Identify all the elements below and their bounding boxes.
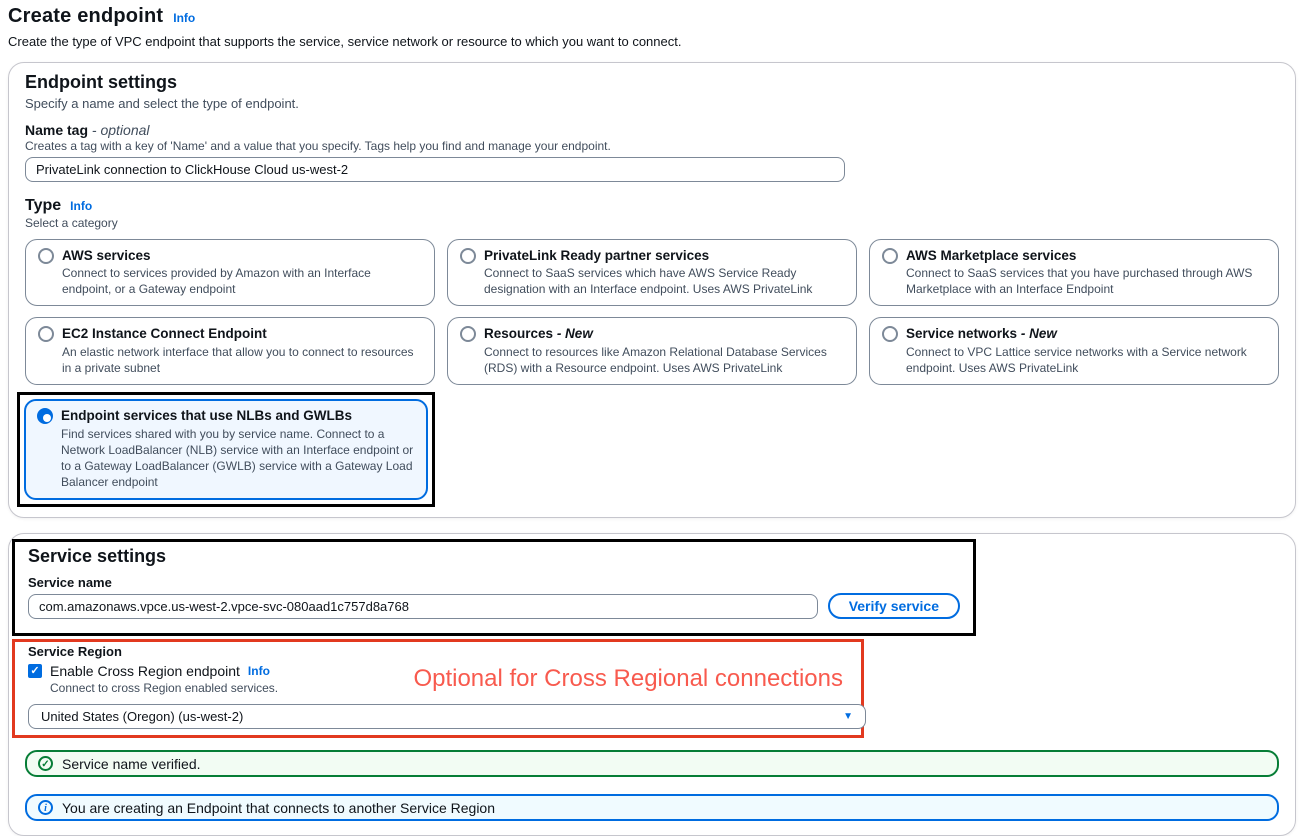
service-verified-message: Service name verified. (62, 756, 201, 772)
page-title: Create endpoint (8, 5, 163, 28)
radio-icon[interactable] (460, 248, 476, 264)
region-select[interactable]: United States (Oregon) (us-west-2) ▼ (28, 704, 866, 729)
annotation-box-service-settings: Service settings Service name Verify ser… (12, 539, 976, 637)
info-circle-icon: i (38, 800, 53, 815)
chevron-down-icon: ▼ (843, 711, 853, 722)
endpoint-settings-heading: Endpoint settings (25, 71, 1279, 94)
page-header: Create endpoint Info Create the type of … (8, 5, 1296, 49)
type-option-endpoint-services-nlb-gwlb[interactable]: Endpoint services that use NLBs and GWLB… (24, 399, 428, 499)
cross-region-checkbox-label: Enable Cross Region endpoint (50, 663, 240, 679)
type-option-description: Connect to VPC Lattice service networks … (906, 344, 1266, 376)
name-tag-optional-suffix: - optional (92, 122, 150, 138)
type-option-description: Find services shared with you by service… (61, 426, 415, 491)
type-option-marketplace[interactable]: AWS Marketplace services Connect to SaaS… (869, 239, 1279, 307)
radio-icon[interactable] (460, 326, 476, 342)
type-options-grid: AWS services Connect to services provide… (25, 239, 1279, 503)
cross-region-info-message: You are creating an Endpoint that connec… (62, 800, 495, 816)
service-name-input[interactable] (28, 594, 818, 619)
radio-icon[interactable] (38, 326, 54, 342)
radio-icon[interactable] (882, 248, 898, 264)
name-tag-description: Creates a tag with a key of 'Name' and a… (25, 139, 1279, 153)
service-settings-heading: Service settings (28, 545, 960, 568)
radio-icon[interactable] (38, 248, 54, 264)
type-heading: Type (25, 197, 61, 215)
new-badge: - New (1021, 326, 1057, 341)
type-option-label: Endpoint services that use NLBs and GWLB… (61, 407, 415, 425)
type-option-description: Connect to services provided by Amazon w… (62, 265, 422, 297)
cross-region-info-link[interactable]: Info (248, 664, 270, 678)
page-info-link[interactable]: Info (173, 11, 195, 25)
type-info-link[interactable]: Info (70, 199, 92, 213)
service-name-label: Service name (28, 575, 960, 590)
service-settings-panel: Service settings Service name Verify ser… (8, 533, 1296, 836)
name-tag-input[interactable] (25, 157, 845, 182)
cross-region-info-alert: i You are creating an Endpoint that conn… (25, 794, 1279, 821)
region-select-value: United States (Oregon) (us-west-2) (41, 709, 243, 724)
type-option-privatelink-partner[interactable]: PrivateLink Ready partner services Conne… (447, 239, 857, 307)
type-option-label: Service networks - New (906, 325, 1266, 343)
service-region-label: Service Region (28, 644, 853, 659)
radio-selected-icon[interactable] (37, 408, 53, 424)
endpoint-settings-panel: Endpoint settings Specify a name and sel… (8, 62, 1296, 518)
type-option-label: EC2 Instance Connect Endpoint (62, 325, 422, 343)
type-option-label: AWS Marketplace services (906, 247, 1266, 265)
new-badge: - New (557, 326, 593, 341)
verify-service-button[interactable]: Verify service (828, 593, 960, 619)
name-tag-label: Name tag - optional (25, 122, 1279, 138)
type-option-aws-services[interactable]: AWS services Connect to services provide… (25, 239, 435, 307)
type-option-description: Connect to resources like Amazon Relatio… (484, 344, 844, 376)
type-option-service-networks[interactable]: Service networks - New Connect to VPC La… (869, 317, 1279, 385)
success-check-icon: ✓ (38, 756, 53, 771)
type-description: Select a category (25, 216, 1279, 230)
endpoint-settings-description: Specify a name and select the type of en… (25, 96, 1279, 111)
cross-region-checkbox[interactable]: ✓ (28, 664, 42, 678)
radio-icon[interactable] (882, 326, 898, 342)
type-option-ec2-instance-connect[interactable]: EC2 Instance Connect Endpoint An elastic… (25, 317, 435, 385)
type-option-resources[interactable]: Resources - New Connect to resources lik… (447, 317, 857, 385)
type-option-label: AWS services (62, 247, 422, 265)
type-option-label: Resources - New (484, 325, 844, 343)
type-option-description: Connect to SaaS services which have AWS … (484, 265, 844, 297)
annotation-box-service-region: Service Region ✓ Enable Cross Region end… (12, 639, 864, 738)
page-description: Create the type of VPC endpoint that sup… (8, 34, 1296, 49)
type-option-label: PrivateLink Ready partner services (484, 247, 844, 265)
cross-region-description: Connect to cross Region enabled services… (50, 681, 278, 695)
type-option-description: An elastic network interface that allow … (62, 344, 422, 376)
type-option-description: Connect to SaaS services that you have p… (906, 265, 1266, 297)
annotation-box-selected-type: Endpoint services that use NLBs and GWLB… (17, 392, 435, 506)
service-verified-alert: ✓ Service name verified. (25, 750, 1279, 777)
annotation-cross-region-note: Optional for Cross Regional connections (278, 659, 853, 695)
